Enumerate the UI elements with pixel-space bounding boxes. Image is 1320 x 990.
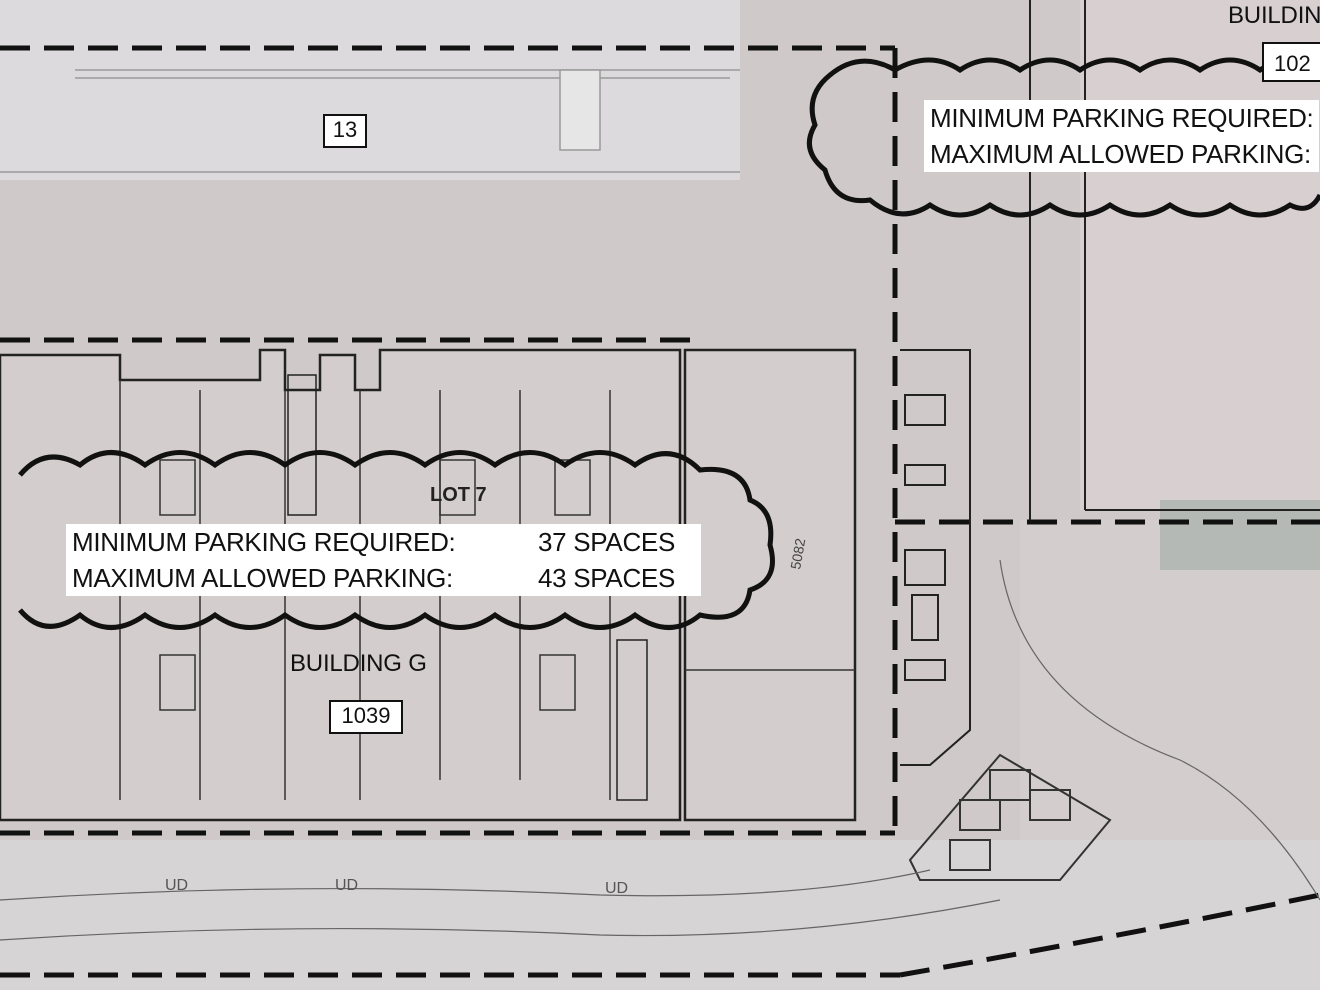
revision-cloud-main: [18, 450, 775, 630]
right-aerial-area: [1080, 0, 1320, 510]
parking-stripes: [0, 69, 740, 173]
building-g-number-tag: 1039: [329, 700, 403, 734]
lot-label: LOT 7: [430, 484, 487, 506]
right-building-lines: [1029, 0, 1320, 520]
patio-strip: [900, 349, 971, 766]
revision-cloud-top-right: [806, 57, 1320, 218]
building-label-top-right: BUILDIN: [1228, 2, 1320, 29]
building-number-tag-top-right: 102: [1262, 42, 1320, 82]
max-parking-value: 43 SPACES: [538, 563, 675, 593]
road-area: [0, 840, 1320, 990]
lower-right-structures: [908, 753, 1112, 881]
utility-label-2: UD: [335, 877, 358, 894]
parking-note-main: MINIMUM PARKING REQUIRED: 37 SPACES MAXI…: [66, 524, 701, 596]
parking-note-top-right: MINIMUM PARKING REQUIRED: MAXIMUM ALLOWE…: [924, 100, 1320, 172]
property-lines: [0, 45, 1320, 978]
building-g-label: BUILDING G: [290, 650, 427, 677]
utility-label-3: UD: [605, 880, 628, 897]
contour-lines: [0, 559, 1320, 941]
max-parking-label-top-right: MAXIMUM ALLOWED PARKING:: [930, 139, 1311, 169]
min-parking-label-top-right: MINIMUM PARKING REQUIRED:: [930, 103, 1314, 133]
min-parking-label: MINIMUM PARKING REQUIRED:: [72, 527, 456, 557]
min-parking-value: 37 SPACES: [538, 527, 675, 557]
top-parking-area: [0, 0, 740, 180]
green-strip: [1160, 500, 1320, 570]
max-parking-label: MAXIMUM ALLOWED PARKING:: [72, 563, 453, 593]
contour-label: 5082: [787, 537, 808, 571]
stairs: [287, 374, 648, 801]
utility-label-1: UD: [165, 877, 188, 894]
building-number-tag-13: 13: [323, 114, 367, 148]
